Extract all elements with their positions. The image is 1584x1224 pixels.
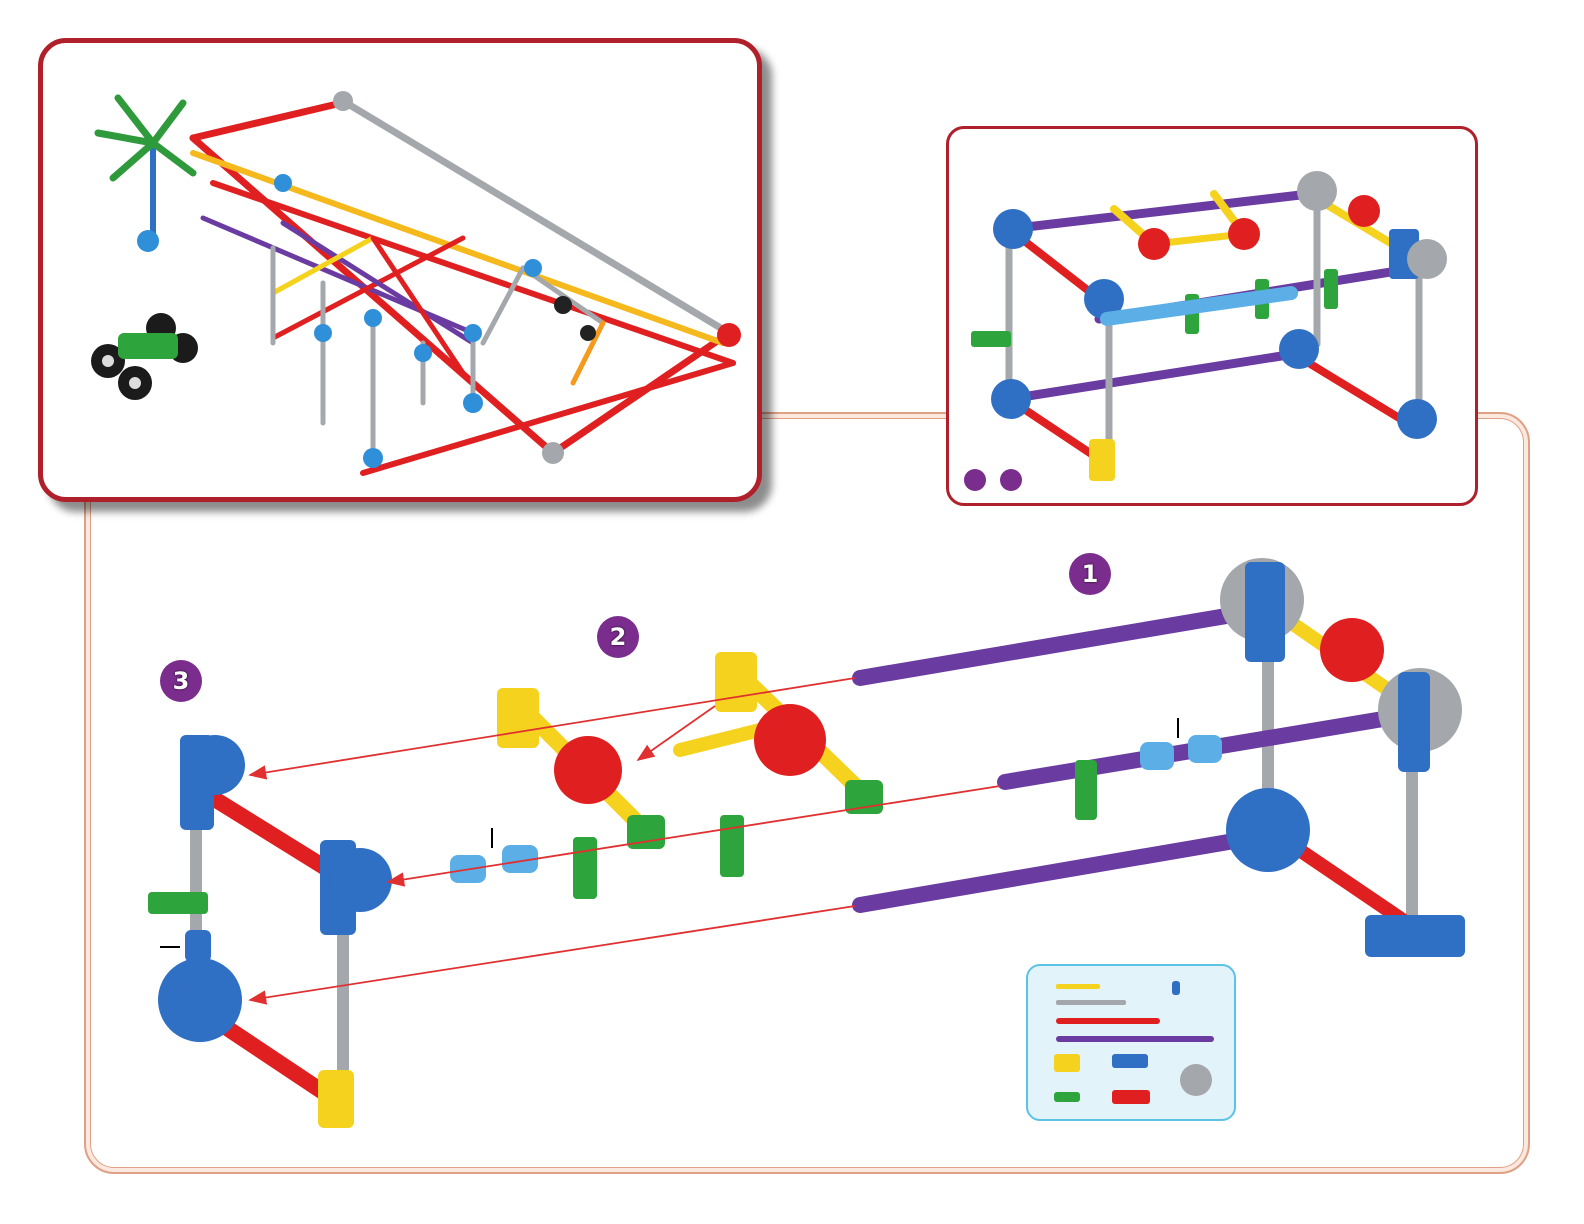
parts-list-panel [1026, 964, 1236, 1121]
step-badge-2: 2 [597, 616, 639, 658]
parts-list-image [1028, 966, 1238, 1123]
step-badge-1: 1 [1069, 553, 1111, 595]
step-badge-3: 3 [160, 660, 202, 702]
